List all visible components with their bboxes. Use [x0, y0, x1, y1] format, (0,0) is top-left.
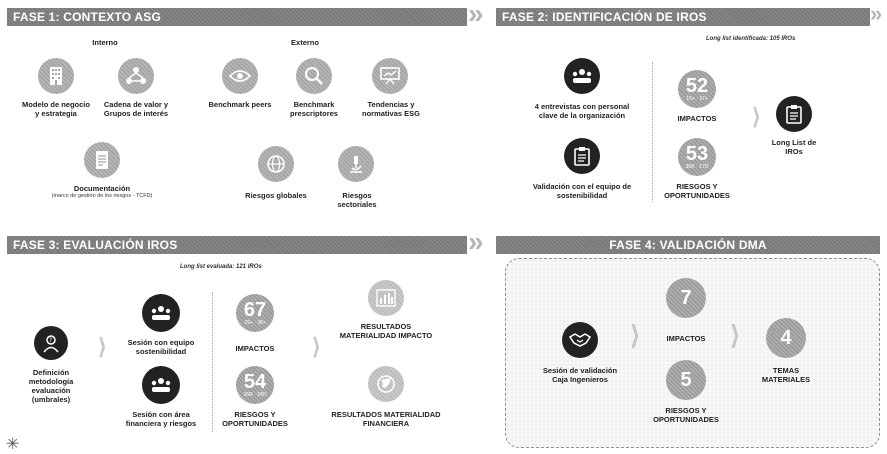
phase2-impacts-sub: 15+ · 37+ [686, 96, 708, 102]
handshake-icon [562, 322, 598, 358]
logo-icon: ✳ [6, 436, 20, 453]
arrow-icon: ⟩ [752, 104, 761, 129]
person-question-icon: ? [34, 326, 68, 360]
phase-separator-icon: » [468, 226, 484, 257]
phase2-header: FASE 2: IDENTIFICACIÓN DE IROs [496, 8, 870, 26]
phase4-header: FASE 4: VALIDACIÓN DMA [496, 236, 880, 254]
phase4-topics-label: TEMAS MATERIALES [761, 366, 811, 384]
phase3-risks-label: RIESGOS Y OPORTUNIDADES [222, 410, 288, 428]
document-icon [84, 142, 120, 178]
phase3-result-fin: RESULTADOS MATERIALIDAD FINANCIERA [331, 410, 441, 428]
phase3-definition: Definición metodología evaluación (umbra… [28, 368, 74, 404]
phase2-impacts-num: 52 [685, 75, 709, 97]
item-riesgos-globales: Riesgos globales [245, 191, 307, 200]
phase3-impacts-circle: 67 29+ · 38+ [236, 294, 274, 332]
phase3-impacts-num: 67 [243, 299, 267, 321]
item-riesgos-sectoriales: Riesgos sectoriales [337, 191, 377, 209]
phase4-impacts-label: IMPACTOS [666, 334, 706, 343]
meeting-icon [564, 58, 600, 94]
bar-chart-icon [368, 280, 404, 316]
microscope-icon [338, 146, 374, 182]
phase4-session: Sesión de validación Caja Ingenieros [542, 366, 618, 384]
item-documentacion-sub: (marco de gestión de los riesgos - TCFD) [51, 193, 153, 199]
phase4-risks-label: RIESGOS Y OPORTUNIDADES [653, 406, 719, 424]
phase4-impacts-circle: 7 [666, 278, 706, 318]
phase2-validation: Validación con el equipo de sostenibilid… [532, 182, 632, 200]
item-benchmark-prescriptores: Benchmark prescriptores [290, 100, 338, 118]
phase3-header: FASE 3: EVALUACIÓN IROs [7, 236, 467, 254]
magnifier-icon [296, 58, 332, 94]
phase3-risks-sub: 36R · 18O [243, 392, 267, 398]
phase2-interviews: 4 entrevistas con personal clave de la o… [534, 102, 630, 120]
phase3-session2: Sesión con área financiera y riesgos [125, 410, 197, 428]
external-label: Externo [291, 38, 319, 47]
building-icon [38, 58, 74, 94]
item-documentacion: Documentación [73, 184, 131, 193]
phase3-impacts-label: IMPACTOS [235, 344, 275, 353]
item-benchmark-peers: Benchmark peers [208, 100, 272, 109]
phase3-risks-num: 54 [243, 371, 267, 393]
phase3-long-list: Long list evaluada: 121 IROs [180, 264, 262, 270]
phase1-header: FASE 1: CONTEXTO ASG [7, 8, 467, 26]
divider [652, 62, 653, 202]
presentation-icon [372, 58, 408, 94]
arrow-icon: ⟩ [312, 334, 321, 359]
phase-separator-icon: » [870, 1, 883, 26]
globe-icon [368, 366, 404, 402]
phase2-long-list: Long list identificada: 105 IROs [706, 36, 796, 42]
phase4-impacts-num: 7 [680, 287, 692, 309]
phase2-impacts-circle: 52 15+ · 37+ [678, 70, 716, 108]
phase2-risks-num: 53 [685, 143, 709, 165]
phase2-impacts-label: IMPACTOS [677, 114, 717, 123]
clipboard-icon [564, 138, 600, 174]
phase4-topics-circle: 4 [766, 318, 806, 358]
phase3-risks-circle: 54 36R · 18O [236, 366, 274, 404]
eye-icon [222, 58, 258, 94]
phase2-risks-label: RIESGOS Y OPORTUNIDADES [664, 182, 730, 200]
phase2-risks-circle: 53 36R · 17O [678, 138, 716, 176]
meeting-icon [142, 366, 180, 404]
globe-icon [258, 146, 294, 182]
phase-separator-icon: » [468, 0, 484, 29]
phase4-risks-num: 5 [680, 369, 692, 391]
arrow-icon: ⟩ [630, 320, 641, 350]
phase3-impacts-sub: 29+ · 38+ [244, 320, 266, 326]
phase2-risks-sub: 36R · 17O [685, 164, 709, 170]
item-tendencias: Tendencias y normativas ESG [362, 100, 420, 118]
internal-label: Interno [92, 38, 118, 47]
item-modelo-negocio: Modelo de negocio y estrategia [22, 100, 90, 118]
phase4-topics-num: 4 [780, 327, 792, 349]
phase2-result: Long List de IROs [771, 138, 817, 156]
divider [212, 292, 213, 432]
arrow-icon: ⟩ [98, 334, 107, 359]
phase4-risks-circle: 5 [666, 360, 706, 400]
arrow-icon: ⟩ [730, 320, 741, 350]
svg-text:?: ? [49, 337, 52, 344]
list-icon [776, 96, 812, 132]
network-icon [118, 58, 154, 94]
meeting-icon [142, 294, 180, 332]
phase3-session1: Sesión con equipo sostenibilidad [127, 338, 195, 356]
phase3-result-impact: RESULTADOS MATERIALIDAD IMPACTO [339, 322, 433, 340]
item-cadena-valor: Cadena de valor y Grupos de interés [103, 100, 169, 118]
